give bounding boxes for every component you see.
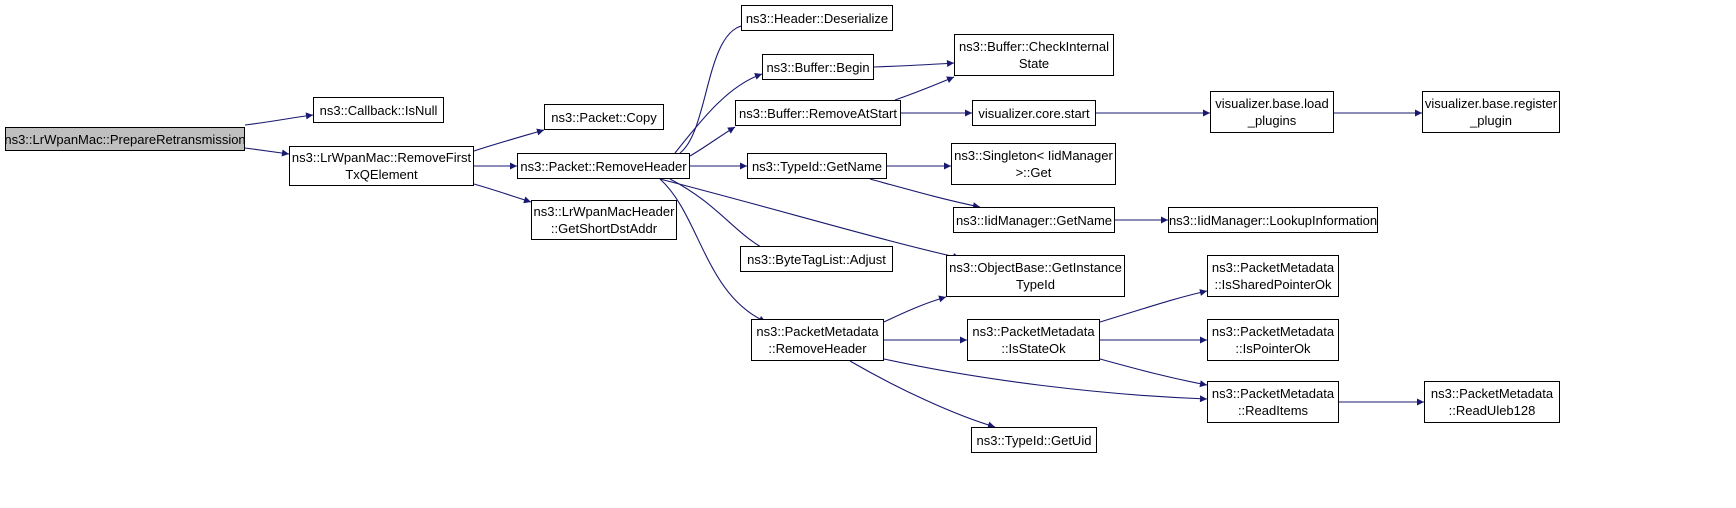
node-packetmetadata-isstateok[interactable]: ns3::PacketMetadata ::IsStateOk: [967, 319, 1100, 361]
node-get-short-dst-addr[interactable]: ns3::LrWpanMacHeader ::GetShortDstAddr: [531, 200, 677, 240]
node-iidmanager-lookupinformation[interactable]: ns3::IidManager::LookupInformation: [1168, 207, 1378, 233]
edge-removeheader-to-begin: [674, 72, 763, 154]
edge-removeheader-to-pm-removeheader: [659, 178, 767, 323]
node-packetmetadata-readuleb128[interactable]: ns3::PacketMetadata ::ReadUleb128: [1424, 381, 1560, 423]
node-typeid-getname[interactable]: ns3::TypeId::GetName: [747, 153, 887, 179]
node-header-deserialize[interactable]: ns3::Header::Deserialize: [741, 5, 893, 31]
edge-removeheader-to-objectbase: [659, 178, 961, 260]
node-packetmetadata-readitems[interactable]: ns3::PacketMetadata ::ReadItems: [1207, 381, 1339, 423]
edge-typeid-getname-to-iidmanager-getname: [869, 178, 981, 210]
node-bytetaglist-adjust[interactable]: ns3::ByteTagList::Adjust: [740, 246, 893, 272]
node-objectbase-getinstancetypeid[interactable]: ns3::ObjectBase::GetInstance TypeId: [946, 255, 1125, 297]
edge-removeheader-to-deserialize: [679, 21, 749, 154]
edge-pm-removeheader-to-readitems: [883, 358, 1208, 403]
edge-removefirst-to-getshortdstaddr: [473, 183, 532, 204]
edge-isstateok-to-issharedpointerok: [1099, 289, 1208, 323]
node-packetmetadata-ispointerok[interactable]: ns3::PacketMetadata ::IsPointerOk: [1207, 319, 1339, 361]
node-viz-base-register-plugin[interactable]: visualizer.base.register _plugin: [1422, 91, 1560, 133]
node-buffer-begin[interactable]: ns3::Buffer::Begin: [762, 54, 874, 80]
node-typeid-getuid[interactable]: ns3::TypeId::GetUid: [971, 427, 1097, 453]
node-iidmanager-getname[interactable]: ns3::IidManager::GetName: [953, 207, 1115, 233]
edge-begin-to-checkinternal: [873, 59, 955, 68]
node-prepare-retransmission: ns3::LrWpanMac::PrepareRetransmission: [4, 127, 246, 151]
edge-pm-removeheader-to-getuid: [849, 360, 996, 429]
edge-removeheader-to-bytetaglist: [669, 178, 771, 253]
node-buffer-checkinternalstate[interactable]: ns3::Buffer::CheckInternal State: [954, 34, 1114, 76]
node-packetmetadata-removeheader[interactable]: ns3::PacketMetadata ::RemoveHeader: [751, 319, 884, 361]
node-viz-core-start[interactable]: visualizer.core.start: [972, 100, 1096, 126]
edge-pm-removeheader-to-objectbase: [883, 295, 947, 323]
edge-prepare-to-removefirst: [244, 147, 290, 157]
node-packetmetadata-issharedpointerok[interactable]: ns3::PacketMetadata ::IsSharedPointerOk: [1207, 255, 1339, 297]
edge-removeheader-to-removeatstart: [689, 126, 736, 157]
node-remove-first-txq[interactable]: ns3::LrWpanMac::RemoveFirst TxQElement: [289, 146, 474, 186]
edge-isstateok-to-readitems: [1099, 358, 1208, 388]
node-singleton-get[interactable]: ns3::Singleton< IidManager >::Get: [951, 143, 1116, 185]
node-viz-base-load-plugins[interactable]: visualizer.base.load _plugins: [1210, 91, 1334, 133]
node-packet-removeheader[interactable]: ns3::Packet::RemoveHeader: [517, 153, 690, 179]
node-callback-isnull[interactable]: ns3::Callback::IsNull: [313, 97, 444, 123]
node-packet-copy[interactable]: ns3::Packet::Copy: [544, 104, 664, 130]
node-buffer-removeatstart[interactable]: ns3::Buffer::RemoveAtStart: [735, 100, 901, 126]
edge-prepare-to-isnull: [244, 112, 314, 126]
edge-removeatstart-to-checkinternal: [894, 76, 955, 101]
edge-removefirst-to-copy: [473, 128, 545, 152]
